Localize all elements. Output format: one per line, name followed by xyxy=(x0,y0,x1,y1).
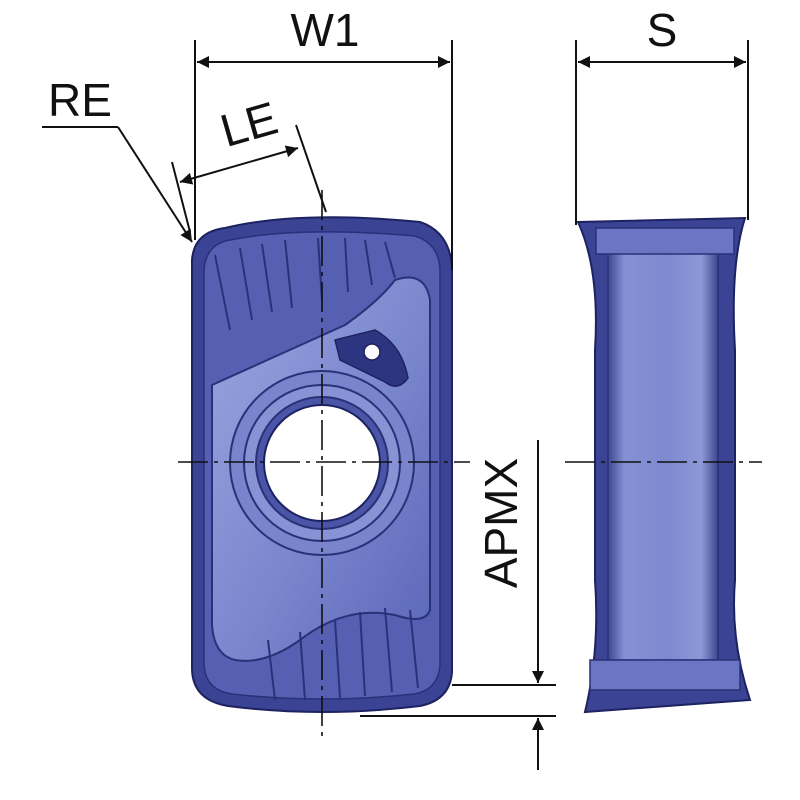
w1-label: W1 xyxy=(291,4,360,56)
dimension-s: S xyxy=(575,4,749,225)
insert-side-bottom-band xyxy=(589,659,741,691)
le-label: LE xyxy=(215,91,283,156)
apmx-label: APMX xyxy=(475,458,527,588)
insert-side-face xyxy=(607,249,719,661)
insert-mark-dot xyxy=(363,343,381,361)
dimension-re: RE xyxy=(42,74,193,243)
bottom-ridges xyxy=(267,607,419,701)
insert-side-top-band xyxy=(595,227,735,255)
dimension-apmx: APMX xyxy=(360,440,556,770)
insert-front-view xyxy=(191,216,453,713)
dimension-w1: W1 xyxy=(194,4,453,270)
re-label: RE xyxy=(48,74,112,126)
insert-side-view xyxy=(576,216,752,714)
s-label: S xyxy=(647,4,678,56)
